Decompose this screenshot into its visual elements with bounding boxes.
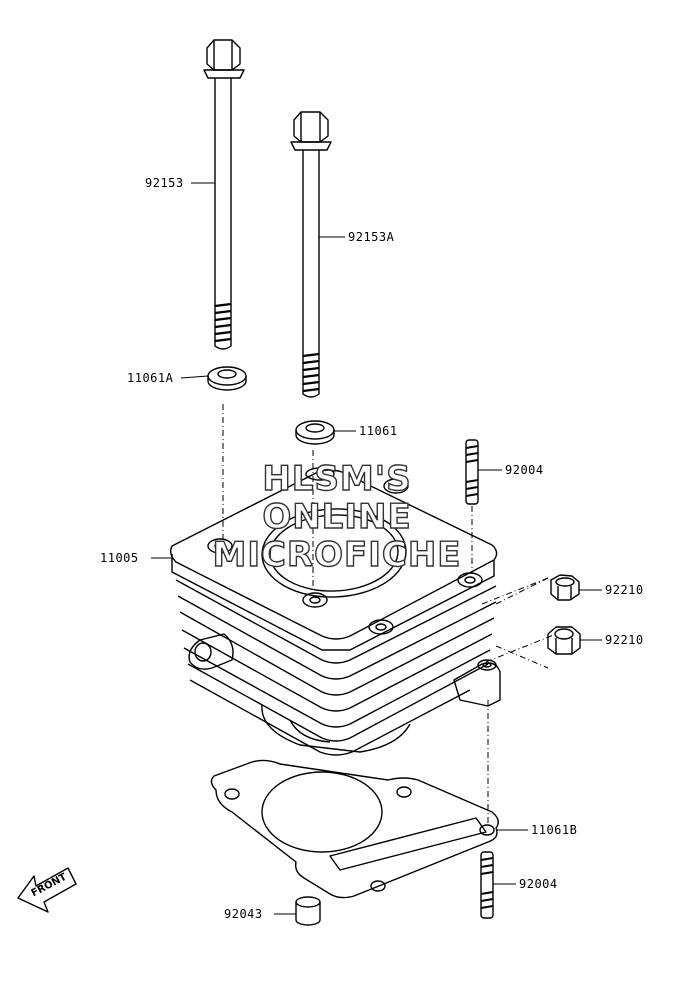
label-11005[interactable]: 11005 (100, 551, 139, 565)
bolt-92153a[interactable] (290, 111, 332, 398)
gasket-11061b[interactable] (210, 759, 499, 899)
label-92004-upper[interactable]: 92004 (505, 463, 544, 477)
watermark-line-3: MICROFICHE (212, 535, 462, 575)
leader-lines (151, 182, 602, 915)
bolt-92153[interactable] (203, 39, 245, 350)
cylinder-11005[interactable] (169, 467, 501, 756)
assembly-lines (222, 404, 557, 824)
nut-92210-lower[interactable] (547, 626, 581, 655)
label-11061a[interactable]: 11061A (127, 371, 174, 385)
label-92153[interactable]: 92153 (145, 176, 184, 190)
dowel-92043[interactable] (295, 896, 321, 926)
washer-11061[interactable] (295, 420, 335, 445)
nut-92210-upper[interactable] (550, 574, 580, 601)
front-arrow-icon (17, 867, 77, 913)
label-92153a[interactable]: 92153A (348, 230, 395, 244)
washer-11061a[interactable] (207, 366, 247, 391)
label-11061b[interactable]: 11061B (531, 823, 578, 837)
label-92210-lower[interactable]: 92210 (605, 633, 644, 647)
label-92210-upper[interactable]: 92210 (605, 583, 644, 597)
label-92004-lower[interactable]: 92004 (519, 877, 558, 891)
watermark-line-2: ONLINE (262, 497, 412, 537)
label-92043[interactable]: 92043 (224, 907, 263, 921)
stud-92004-lower[interactable] (480, 851, 494, 919)
label-11061[interactable]: 11061 (359, 424, 398, 438)
watermark-line-1: HLSM'S (262, 459, 412, 499)
stud-92004-upper[interactable] (465, 439, 479, 505)
